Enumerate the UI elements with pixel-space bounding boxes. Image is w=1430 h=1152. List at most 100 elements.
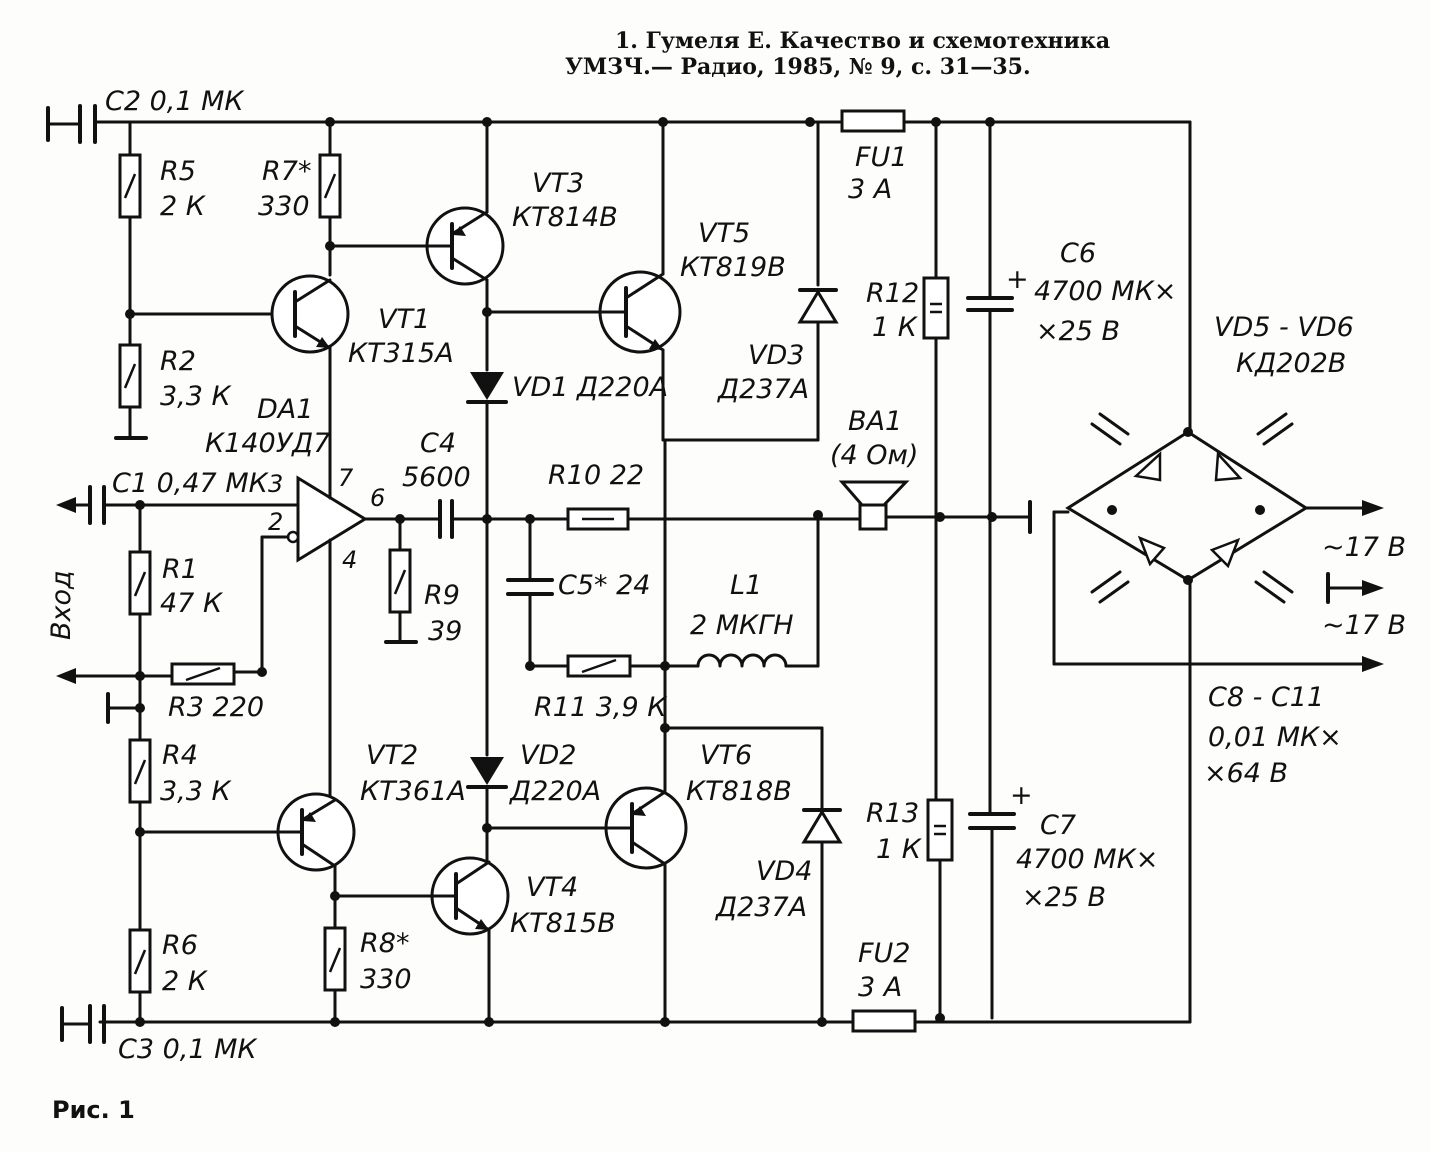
- label-l1-name: L1: [730, 570, 762, 601]
- label-vt1-name: VT1: [378, 304, 430, 335]
- diode-vd3: [797, 288, 839, 324]
- label-vd2-name: VD2: [520, 740, 576, 771]
- label-vd4-name: VD4: [756, 856, 812, 887]
- capacitor-c4: [438, 499, 454, 539]
- label-r8-value: 330: [360, 964, 412, 995]
- label-r10: R10 22: [548, 460, 644, 491]
- label-vt5-type: КТ819В: [680, 252, 786, 283]
- resistor-r5: [118, 153, 142, 219]
- junction: [935, 1013, 945, 1023]
- diode-vd2: [466, 757, 508, 789]
- label-vt1-type: КТ315А: [348, 338, 454, 369]
- output-arrow: [1362, 656, 1384, 672]
- label-da1-name: DA1: [257, 394, 313, 425]
- resistor-r13: [926, 798, 954, 862]
- label-c6-value: 4700 МК×: [1034, 276, 1176, 307]
- junction: [482, 514, 492, 524]
- label-c7-voltage: ×25 В: [1022, 882, 1106, 913]
- label-fu2-value: 3 А: [858, 972, 902, 1003]
- junction: [660, 1017, 670, 1027]
- label-r6-value: 2 К: [162, 966, 209, 997]
- label-c4-name: C4: [420, 428, 456, 459]
- transistor-vt2: [276, 792, 356, 872]
- speaker-ba1: [838, 480, 910, 531]
- label-fu1-name: FU1: [855, 142, 907, 173]
- label-r12-name: R12: [866, 278, 919, 309]
- resistor-r12: [922, 276, 950, 340]
- label-fu1-value: 3 А: [848, 174, 892, 205]
- label-c3: C3 0,1 МК: [118, 1034, 258, 1065]
- label-c5: C5* 24: [558, 570, 650, 601]
- label-r4-value: 3,3 К: [160, 776, 233, 807]
- label-r1-value: 47 К: [160, 588, 224, 619]
- label-fu2-name: FU2: [858, 938, 910, 969]
- transistor-vt6: [604, 786, 688, 870]
- label-ba1-value: (4 Ом): [830, 440, 918, 471]
- resistor-r10: [566, 507, 630, 531]
- label-c6-plus: +: [1006, 264, 1029, 295]
- junction: [257, 667, 267, 677]
- resistor-r4: [128, 738, 152, 804]
- resistor-r3: [170, 662, 236, 686]
- label-vd4-type: Д237А: [715, 892, 807, 923]
- label-ba1-name: BA1: [848, 406, 902, 437]
- label-r11: R11 3,9 К: [534, 692, 668, 723]
- label-r12-value: 1 К: [872, 312, 919, 343]
- resistor-r1: [128, 550, 152, 616]
- resistor-r9: [388, 548, 412, 614]
- label-da1-pin3: 3: [268, 470, 283, 498]
- diode-vd4: [801, 808, 843, 844]
- transistor-vt5: [598, 270, 682, 354]
- label-r13-value: 1 К: [876, 834, 923, 865]
- transistor-vt1: [270, 274, 350, 354]
- inductor-l1: [696, 653, 788, 668]
- label-da1-pin7: 7: [338, 464, 354, 492]
- label-ac-1: ~17 В: [1322, 532, 1406, 563]
- figure-caption: Рис. 1: [52, 1096, 135, 1124]
- label-vd3-name: VD3: [748, 340, 804, 371]
- label-c2: C2 0,1 МК: [105, 86, 245, 117]
- label-vt4-type: КТ815В: [510, 908, 616, 939]
- resistor-r2: [118, 343, 142, 409]
- label-r7-value: 330: [258, 191, 310, 222]
- label-vt2-name: VT2: [366, 740, 418, 771]
- junction: [935, 512, 945, 522]
- transistor-vt3: [425, 206, 505, 286]
- label-r6-name: R6: [162, 930, 198, 961]
- label-r9-name: R9: [424, 580, 460, 611]
- label-c7-name: C7: [1040, 810, 1076, 841]
- fuse-fu2: [851, 1009, 917, 1033]
- resistor-r8: [323, 926, 347, 992]
- label-vt3-name: VT3: [532, 168, 584, 199]
- junction: [987, 512, 997, 522]
- resistor-r7: [318, 153, 342, 219]
- input-arrow-top: [56, 497, 90, 513]
- label-r5-value: 2 К: [160, 191, 207, 222]
- fuse-fu1: [840, 109, 906, 133]
- label-vt5-name: VT5: [698, 218, 750, 249]
- label-r4-name: R4: [162, 740, 198, 771]
- junction: [817, 1017, 827, 1027]
- label-vt6-type: КТ818В: [686, 776, 792, 807]
- label-r2-value: 3,3 К: [160, 381, 233, 412]
- junction: [135, 1017, 145, 1027]
- capacitor-c1: [88, 485, 106, 525]
- label-vt3-type: КТ814В: [512, 202, 618, 233]
- label-r1-name: R1: [162, 554, 198, 585]
- label-vd3-type: Д237А: [717, 374, 809, 405]
- label-vd5-name: VD5 - VD6: [1214, 312, 1354, 343]
- label-r5-name: R5: [160, 156, 196, 187]
- label-vt6-name: VT6: [700, 740, 752, 771]
- reference-line-2: УМЗЧ.— Радио, 1985, № 9, с. 31—35.: [565, 54, 1031, 80]
- label-c7-value: 4700 МК×: [1016, 844, 1158, 875]
- junction: [330, 1017, 340, 1027]
- label-r7-name: R7*: [262, 156, 311, 187]
- junction: [484, 1017, 494, 1027]
- output-arrow: [1362, 500, 1384, 516]
- label-ac-2: ~17 В: [1322, 610, 1406, 641]
- input-arrow-bottom: [56, 668, 174, 684]
- label-da1-pin4: 4: [342, 546, 357, 574]
- label-vd2-type: Д220А: [509, 776, 601, 807]
